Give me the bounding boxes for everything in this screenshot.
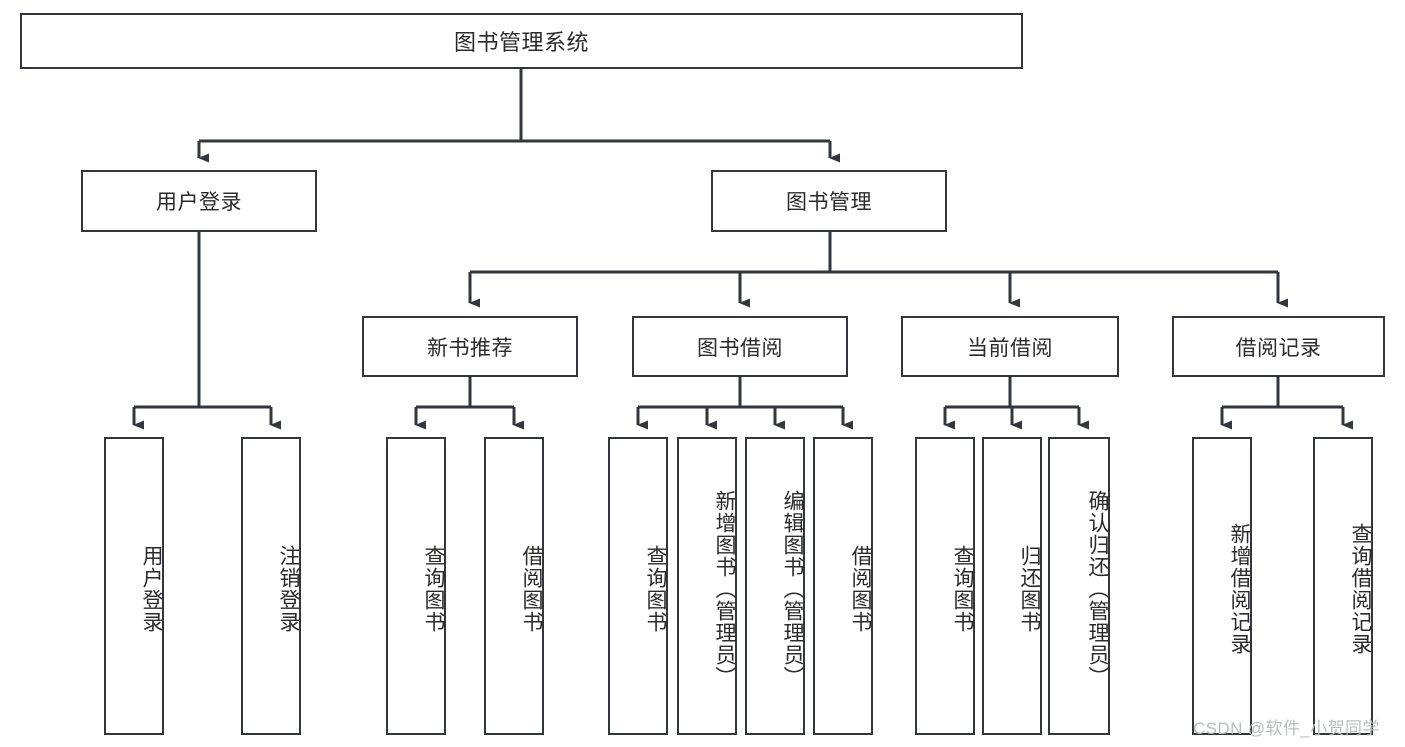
node-label: 图书管理	[786, 191, 872, 214]
node-label: 用户登录	[156, 191, 242, 214]
node-label: 注销登录	[277, 545, 300, 633]
leaf-borrow-book-recommend[interactable]: 借阅图书	[484, 437, 544, 735]
leaf-user-login[interactable]: 用户登录	[104, 437, 164, 735]
node-label: 借阅记录	[1235, 336, 1322, 360]
watermark: CSDN @软件_小贺同学	[1193, 719, 1380, 738]
node-user-login[interactable]: 用户登录	[81, 170, 317, 232]
leaf-query-book-recommend[interactable]: 查询图书	[386, 437, 446, 735]
node-label: 查询借阅记录	[1349, 523, 1372, 655]
node-label: 编辑图书（管理员）	[781, 490, 804, 688]
node-label: 用户登录	[140, 545, 163, 633]
node-root[interactable]: 图书管理系统	[20, 13, 1023, 69]
leaf-add-book-admin[interactable]: 新增图书（管理员）	[677, 437, 737, 735]
node-borrow-record[interactable]: 借阅记录	[1172, 316, 1385, 377]
node-new-book-recommend[interactable]: 新书推荐	[362, 316, 578, 377]
node-current-borrow[interactable]: 当前借阅	[901, 316, 1119, 377]
node-label: 查询图书	[422, 545, 445, 633]
node-label: 归还图书	[1018, 545, 1041, 633]
node-label: 新增图书（管理员）	[713, 490, 736, 688]
node-label: 新书推荐	[427, 336, 513, 360]
leaf-borrow-book[interactable]: 借阅图书	[813, 437, 873, 735]
node-label: 确认归还（管理员）	[1086, 490, 1109, 688]
leaf-confirm-return-admin[interactable]: 确认归还（管理员）	[1048, 437, 1110, 735]
node-label: 查询图书	[644, 545, 667, 633]
leaf-add-borrow-record[interactable]: 新增借阅记录	[1192, 437, 1252, 735]
node-label: 图书管理系统	[453, 30, 589, 55]
leaf-query-book-borrow[interactable]: 查询图书	[608, 437, 668, 735]
node-label: 借阅图书	[520, 545, 543, 633]
node-label: 当前借阅	[967, 336, 1053, 360]
leaf-logout[interactable]: 注销登录	[241, 437, 301, 735]
leaf-return-book[interactable]: 归还图书	[982, 437, 1042, 735]
node-book-borrow[interactable]: 图书借阅	[632, 316, 848, 377]
leaf-query-borrow-record[interactable]: 查询借阅记录	[1313, 437, 1373, 735]
node-book-management[interactable]: 图书管理	[711, 170, 947, 232]
leaf-edit-book-admin[interactable]: 编辑图书（管理员）	[745, 437, 805, 735]
node-label: 新增借阅记录	[1228, 523, 1251, 655]
node-label: 图书借阅	[697, 336, 783, 360]
node-label: 借阅图书	[849, 545, 872, 633]
node-label: 查询图书	[951, 545, 974, 633]
leaf-query-book-current[interactable]: 查询图书	[915, 437, 975, 735]
